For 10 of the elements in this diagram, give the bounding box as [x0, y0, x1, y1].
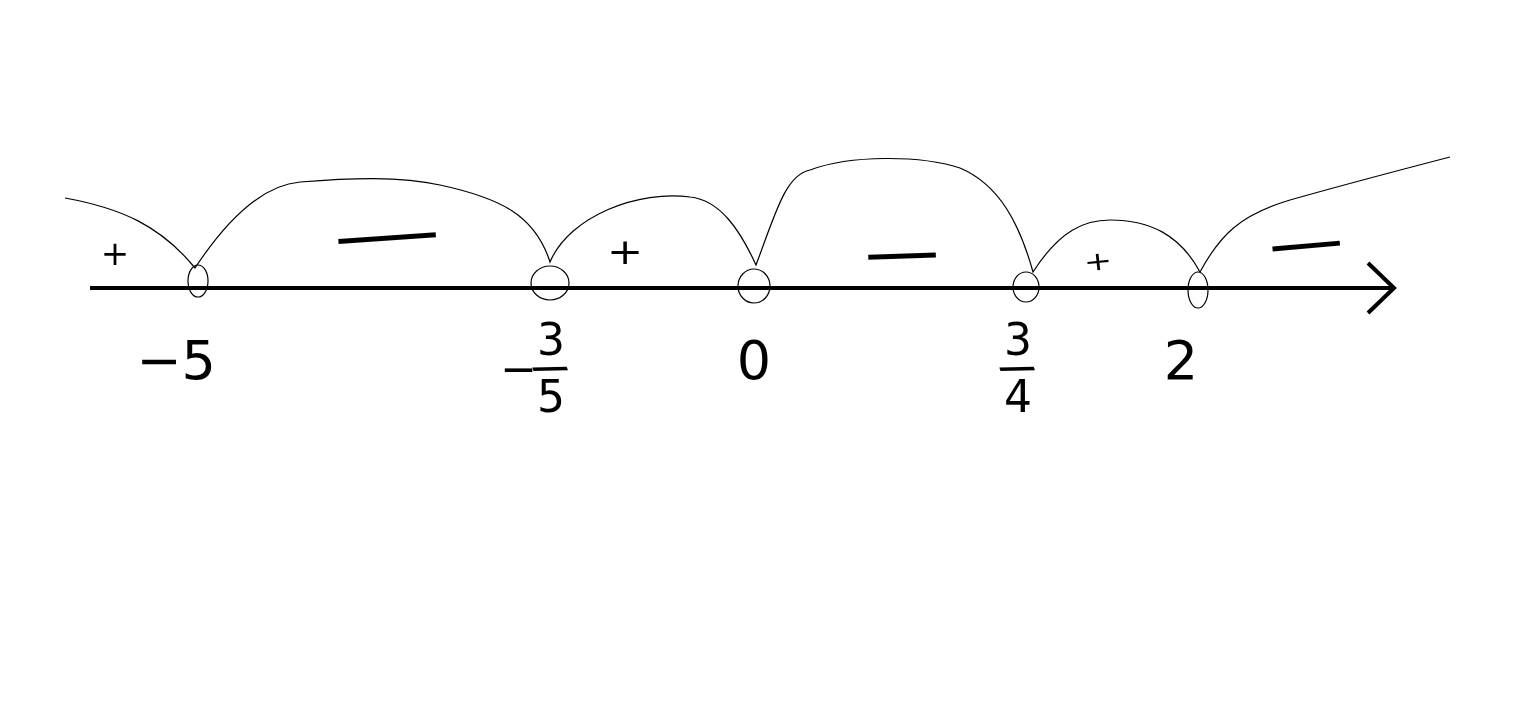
tick-label: 0	[735, 334, 773, 388]
sign-label: −	[1256, 209, 1356, 279]
sign-label: +	[99, 236, 131, 270]
sign-label: +	[1081, 246, 1115, 276]
sign-label: −	[854, 222, 950, 286]
sign-label: +	[605, 234, 645, 270]
sign-label: −	[318, 200, 456, 272]
tick-label: 3/4	[992, 318, 1044, 420]
tick-label: −5	[135, 334, 217, 388]
tick-label: 2	[1162, 334, 1200, 388]
